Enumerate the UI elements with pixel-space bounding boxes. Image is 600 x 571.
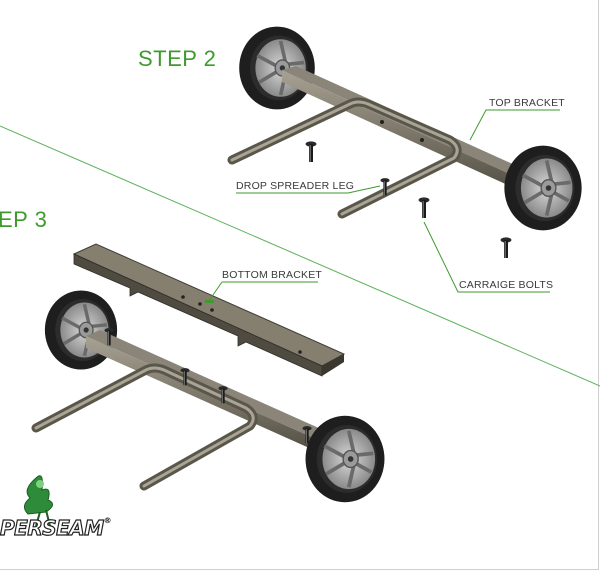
brand-logo-text: PERSEAM xyxy=(0,515,105,540)
step2-bolt-1 xyxy=(305,141,317,162)
step2-wheel-front xyxy=(504,146,581,231)
carriage-bolts-label: CARRAIGE BOLTS xyxy=(459,279,554,291)
step2-bolt-4 xyxy=(500,237,512,258)
top-bracket-label: TOP BRACKET xyxy=(489,97,565,109)
step-separator-line xyxy=(0,125,600,387)
drop-spreader-leg-label: DROP SPREADER LEG xyxy=(236,180,355,192)
brand-logo: PERSEAM® xyxy=(0,515,112,540)
bottom-bracket-label: BOTTOM BRACKET xyxy=(222,269,323,281)
step3-assembly xyxy=(31,243,385,502)
step3-wheel-front xyxy=(306,416,385,502)
step3-heading: EP 3 xyxy=(0,207,48,232)
brand-trademark: ® xyxy=(103,516,112,525)
brand-mascot-icon xyxy=(24,475,53,527)
step2-wheel-back xyxy=(237,24,317,112)
step2-bolt-3 xyxy=(418,197,430,218)
step2-assembly xyxy=(227,24,582,293)
step2-heading: STEP 2 xyxy=(138,46,217,71)
